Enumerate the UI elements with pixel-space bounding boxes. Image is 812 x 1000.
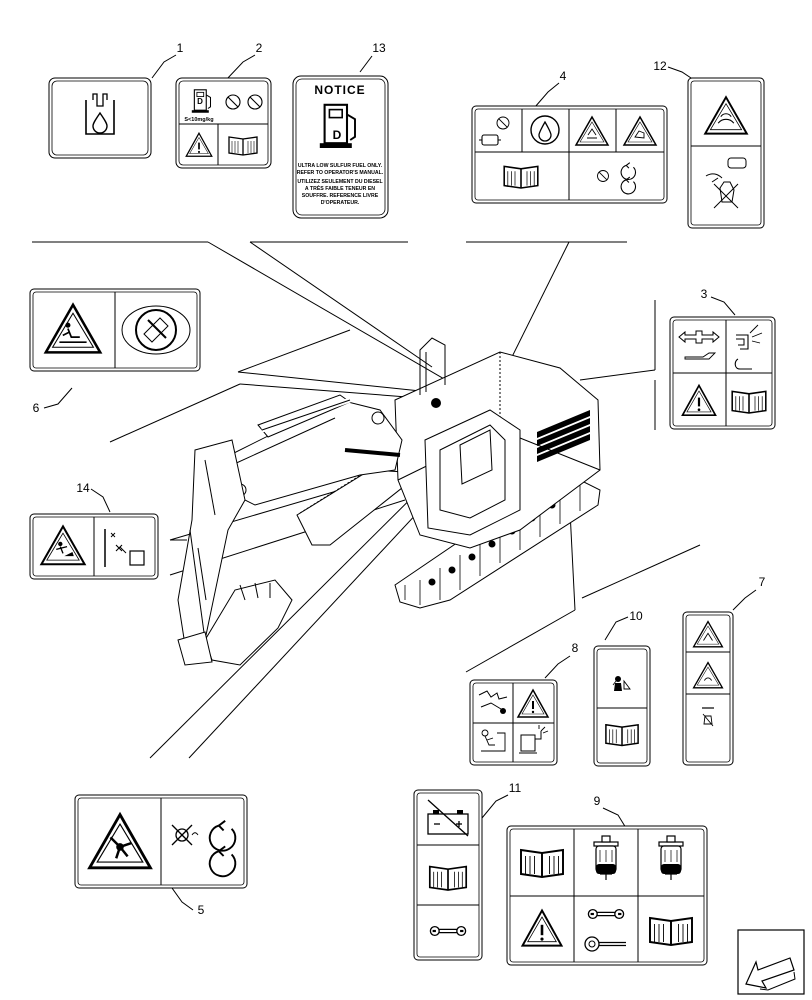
prohibition-icon [247,94,263,110]
decal-2: D S<10mg/kg [175,77,272,169]
leader-11 [481,794,509,819]
decal-13-line-2: REFER TO OPERATOR'S MANUAL. [297,170,384,176]
decal-10 [593,645,651,767]
callout-14: 14 [76,481,90,495]
callout-7: 7 [759,575,766,589]
operator-manual-icon [428,865,468,891]
decal-13-line-4: A TRÈS FAIBLE TENEUR EN [305,184,375,192]
fan-prohibition-icon [171,824,199,846]
fuel-filter-icon [593,835,619,881]
warning-triangle-icon [623,116,657,146]
decal-9 [506,825,708,966]
fuel-filter-icon [658,835,684,881]
leader-8 [544,655,571,679]
leader-9 [602,807,627,829]
leader-5 [171,887,194,911]
warning-triangle-icon [692,620,724,648]
lock-lever-icon [104,529,145,567]
decal-12 [687,77,765,229]
leader-4 [534,82,560,108]
leader-6 [43,387,73,409]
hand-prohibition-icon [702,707,714,727]
decal-13-heading: NOTICE [314,83,365,97]
warning-triangle-icon [692,661,724,689]
leader-13 [359,55,373,73]
prohibition-icon [225,94,241,110]
decal-13-line-6: D'OPERATEUR. [321,200,360,206]
hose-spray-icon [734,324,763,370]
leader-10 [604,616,629,641]
warning-triangle-icon [40,525,86,566]
operator-manual-icon [605,724,639,747]
fuel-drop-icon [85,93,115,135]
decal-13: NOTICE D ULTRA LOW SULFUR FUEL ONLY. REF… [292,75,389,219]
decal-7 [682,611,734,766]
callout-2: 2 [256,41,263,55]
no-step-icon [121,305,191,355]
operator-manual-icon [228,136,258,156]
decal-13-line-5: SOUFFRE. REFERENCE LIVRE [302,193,379,199]
excavator-illustration [177,337,601,666]
callout-9: 9 [594,794,601,808]
filter-wrench-icon [584,936,626,952]
decal-5 [74,794,248,889]
battery-icon [427,799,469,837]
decal-13-line-3: UTILIZEZ SEULEMENT DU DIESEL [297,179,383,185]
leader-2 [225,54,256,81]
decal-4 [471,105,668,204]
decal-1 [48,77,152,159]
leader-1 [151,54,177,79]
warning-triangle-icon [704,96,748,135]
operator-manual-icon [503,165,539,189]
oil-drop-icon [530,115,560,145]
operator-manual-icon [731,390,767,414]
leader-14 [90,488,111,513]
spread-arrows-icon [678,330,720,360]
decal-8 [469,679,558,766]
engine-icon [479,134,501,146]
decal-2-pump-letter: D [197,97,203,106]
spray-icon [519,725,549,754]
leader-3 [710,296,736,316]
decal-6 [29,288,201,372]
worker-icon [481,729,506,752]
callout-3: 3 [701,287,708,301]
callout-6: 6 [33,401,40,415]
callout-5: 5 [198,903,205,917]
decal-13-pump-letter: D [333,128,342,142]
callout-10: 10 [629,609,643,623]
prohibition-icon [597,170,609,182]
operator-manual-icon [520,849,564,878]
decal-2-spec: S<10mg/kg [184,117,213,123]
navigation-arrow-icon[interactable] [737,929,805,995]
callout-numbers: 1 2 13 4 12 3 6 14 10 7 8 11 9 5 [33,41,766,917]
decal-13-line-1: ULTRA LOW SULFUR FUEL ONLY. [298,163,383,169]
warning-triangle-icon [44,303,102,354]
callout-11: 11 [509,781,522,795]
callout-12: 12 [653,59,667,73]
callout-1: 1 [177,41,184,55]
callout-4: 4 [560,69,567,83]
worker-hazard-icon [612,676,631,691]
hand-hazard-icon [705,157,747,209]
decal-11 [413,789,483,961]
leader-7 [732,589,757,611]
callout-13: 13 [372,41,386,55]
prohibition-icon [496,116,510,130]
operator-manual-icon [649,917,693,946]
entanglement-icon [478,690,508,714]
callout-8: 8 [572,641,579,655]
decal-14 [29,513,159,580]
warning-triangle-icon [88,813,152,870]
warning-triangle-icon [575,116,609,146]
decal-3 [669,316,776,430]
